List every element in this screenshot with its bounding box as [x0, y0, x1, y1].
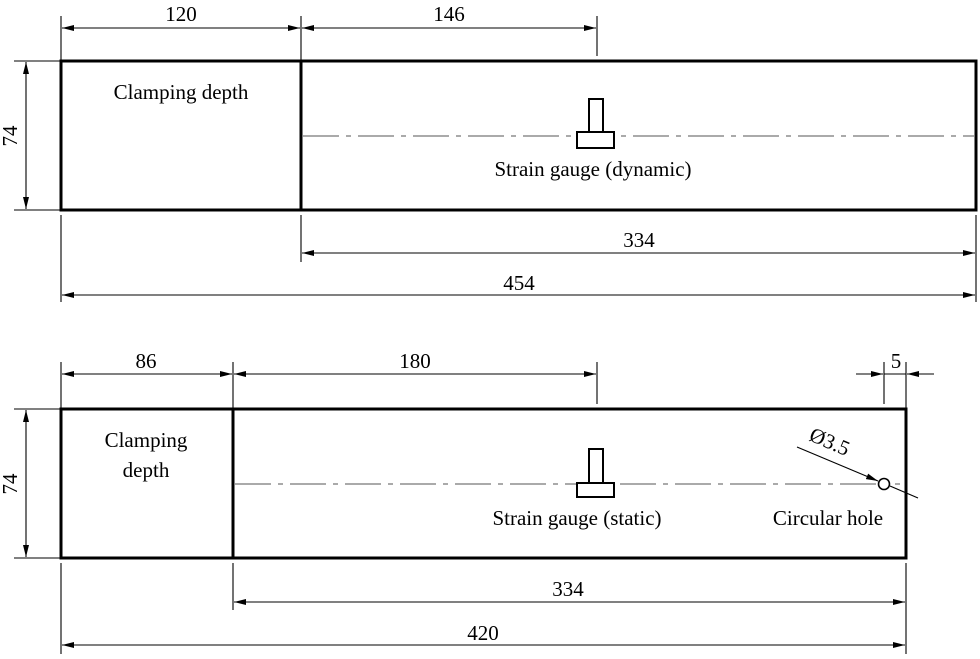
clamp-label-line2: depth: [123, 458, 170, 482]
gauge-label: Strain gauge (dynamic): [494, 157, 691, 181]
hole-leader-line: [889, 485, 919, 499]
gauge-label: Strain gauge (static): [492, 506, 661, 530]
specimen-outline: [59, 407, 908, 560]
dim-free-length: 334: [552, 577, 584, 601]
dim-total-length: 454: [503, 271, 535, 295]
circular-hole-icon: [877, 477, 891, 491]
dim-gauge-position: 180: [399, 349, 431, 373]
dim-hole-offset: 5: [891, 349, 902, 373]
clamp-label-line1: Clamping: [105, 428, 188, 452]
dim-free-length: 334: [623, 228, 655, 252]
dim-clamp-length: 86: [136, 349, 157, 373]
hole-diameter-label: Ø3.5: [806, 422, 854, 460]
dim-total-length: 420: [467, 621, 499, 645]
specimen-outline: [59, 59, 978, 212]
dim-width: 74: [0, 125, 22, 147]
clamp-label: Clamping depth: [114, 80, 249, 104]
dim-width: 74: [0, 473, 22, 495]
dim-gauge-position: 146: [433, 2, 465, 26]
specimen-static: 86 180 5 74 334 420 Ø3.5 Clamping depth …: [0, 349, 934, 654]
dim-clamp-length: 120: [165, 2, 197, 26]
specimen-dynamic: 120 146 74 334 454 Clamping depth Strain…: [0, 2, 978, 302]
hole-leader-line: [796, 446, 879, 482]
hole-label: Circular hole: [773, 506, 883, 530]
strain-gauge-icon: [576, 98, 615, 149]
strain-gauge-icon: [576, 448, 615, 498]
